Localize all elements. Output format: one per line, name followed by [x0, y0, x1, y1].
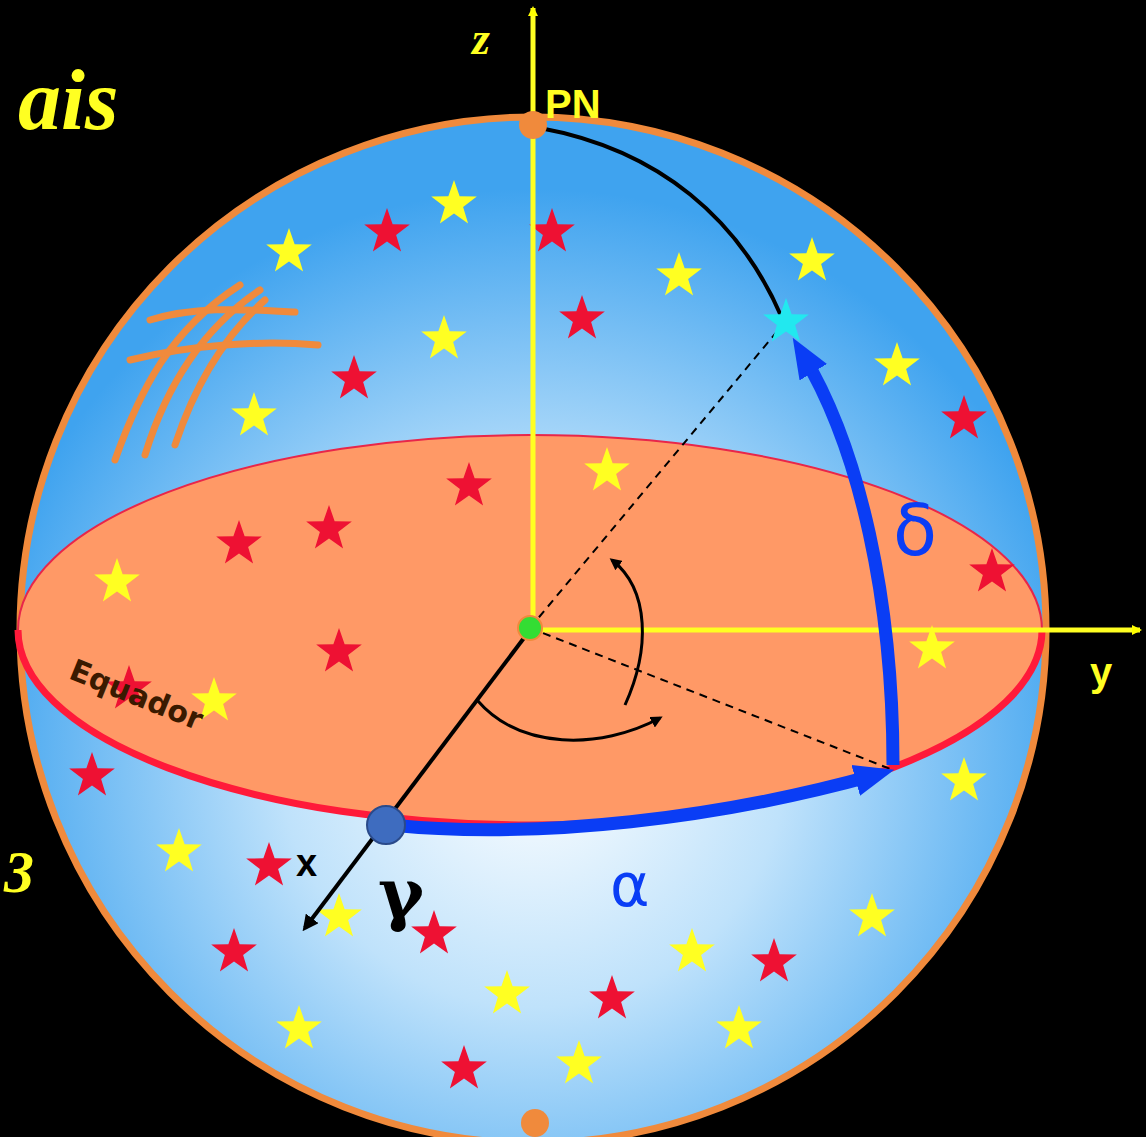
- pole-label: PN: [545, 82, 601, 127]
- vernal-point-label: γ: [378, 852, 424, 935]
- right-ascension-label: α: [610, 850, 650, 920]
- declination-label: δ: [893, 488, 937, 572]
- axis-label: y: [1090, 650, 1112, 695]
- axis-label: z: [472, 12, 490, 65]
- axis-label: x: [296, 842, 317, 885]
- slide-number-fragment: 3: [4, 838, 34, 907]
- title-fragment: ais: [18, 50, 118, 150]
